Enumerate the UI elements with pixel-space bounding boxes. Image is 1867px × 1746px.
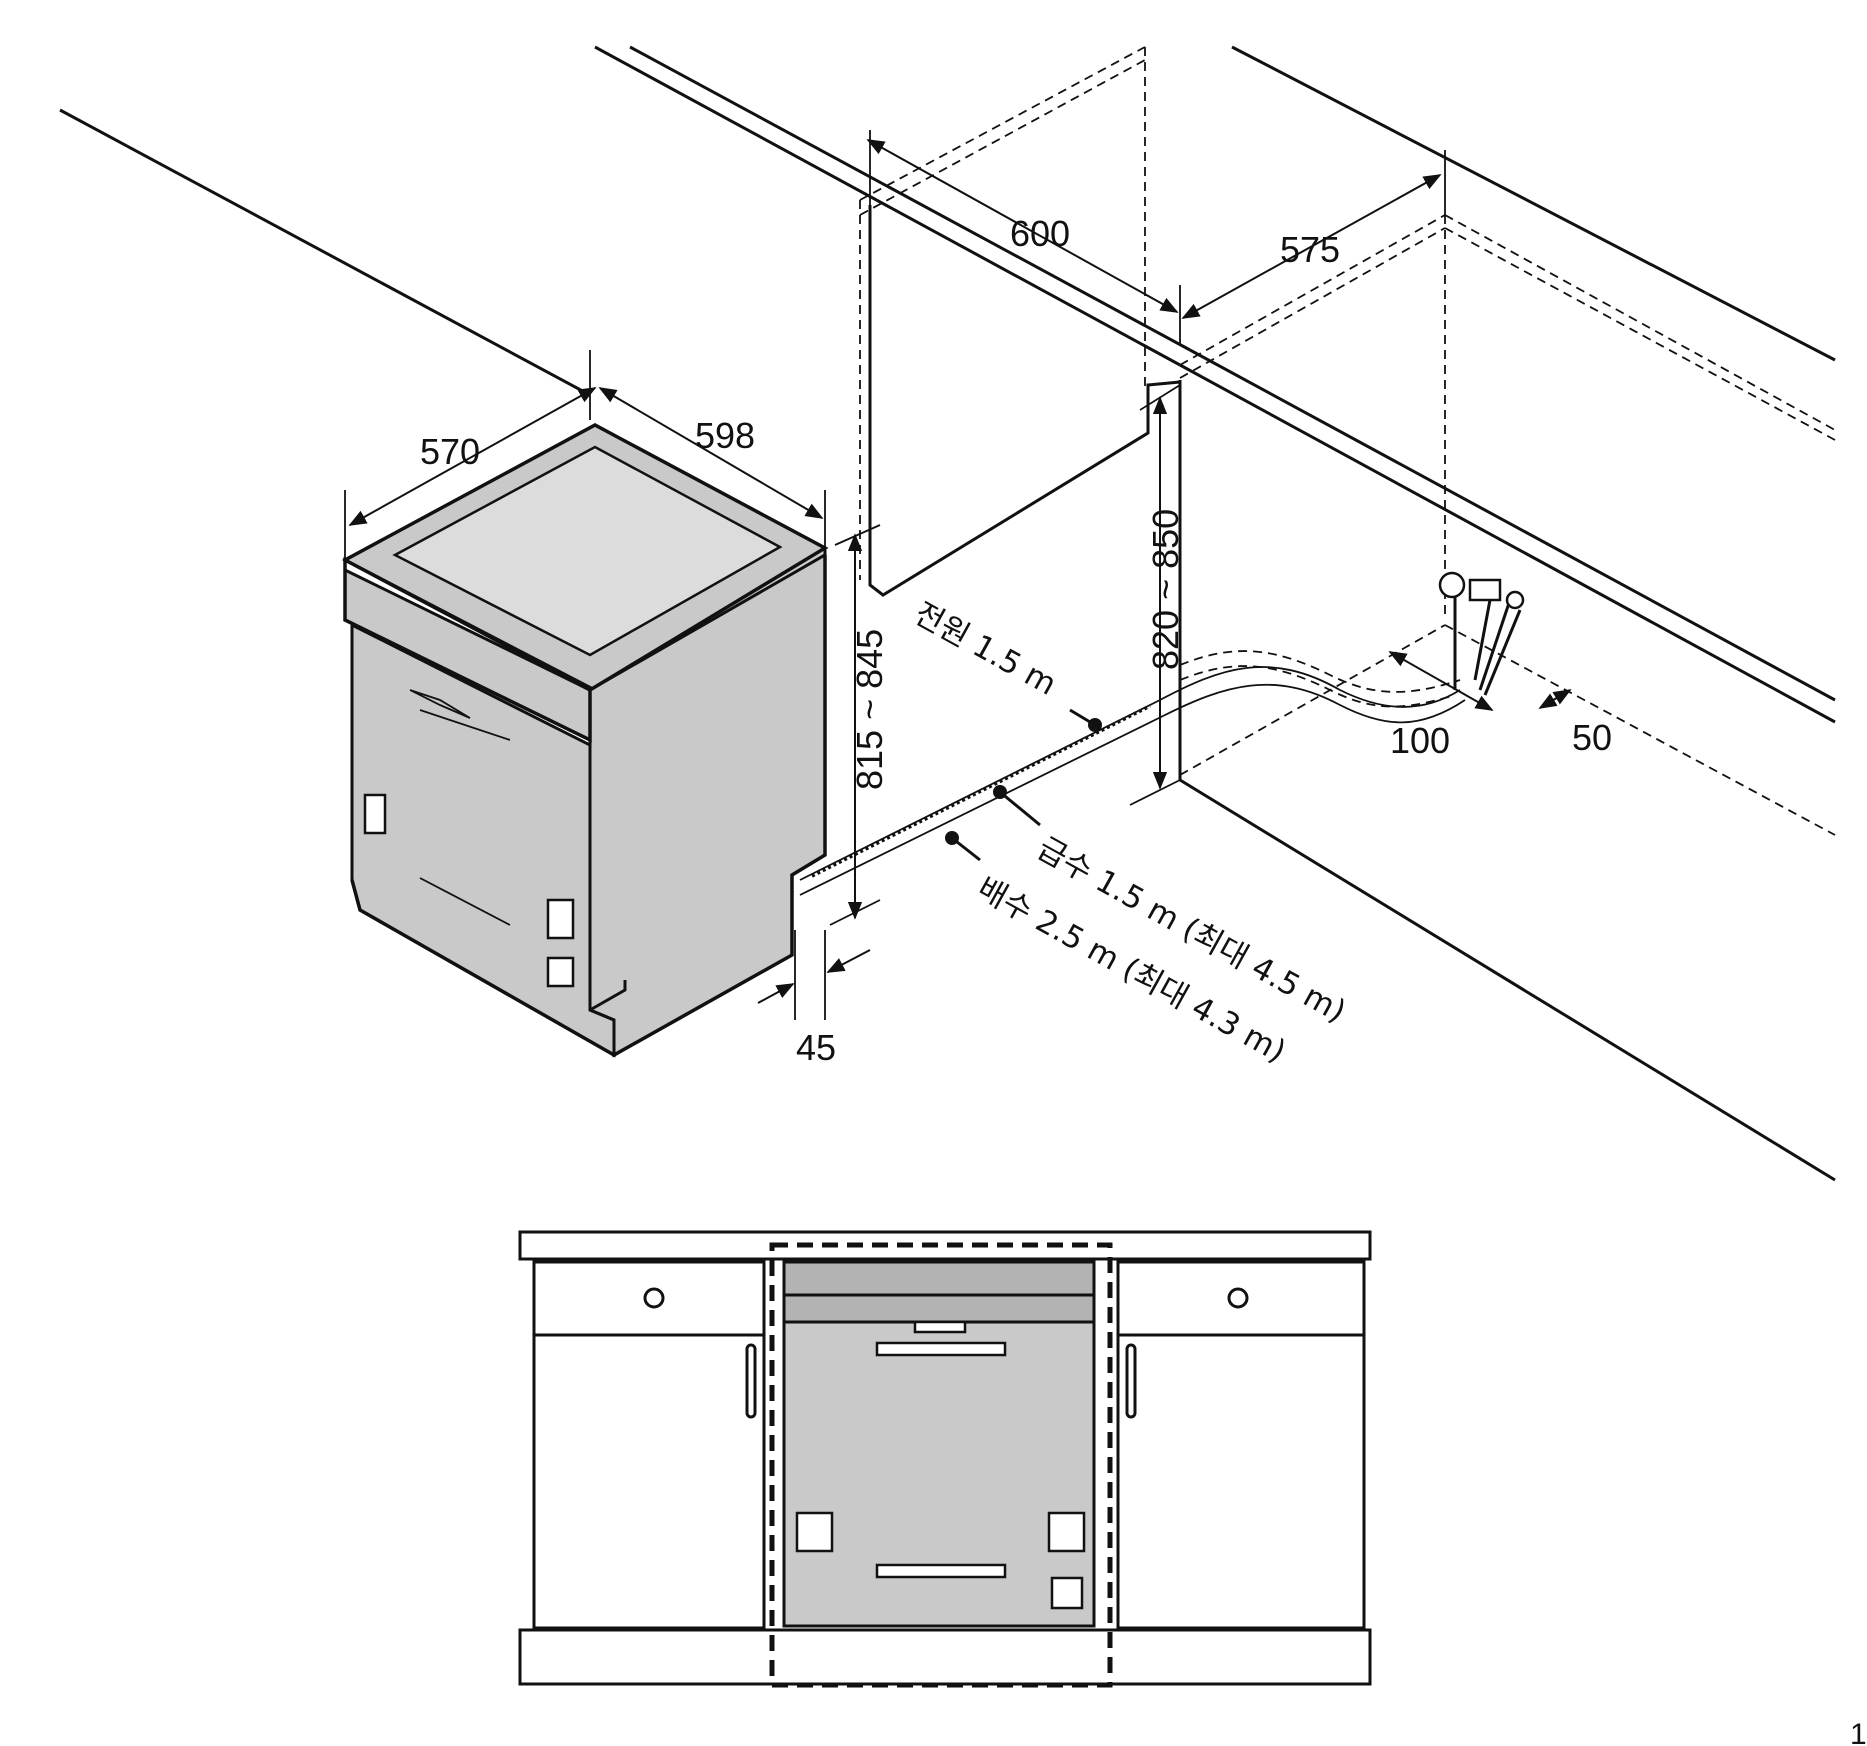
dim-width: 598	[695, 415, 755, 456]
dim-appliance-height: 815 ~ 845	[849, 629, 890, 790]
label-power: 전원 1.5 m	[908, 596, 1062, 703]
water-tap	[1438, 571, 1525, 696]
dim-plinth: 45	[796, 1027, 836, 1068]
front-view-cabinets	[518, 1230, 1372, 1686]
page-number: 1	[1850, 1718, 1867, 1746]
dishwasher-isometric	[341, 423, 829, 1058]
dim-hose-offset-b: 50	[1572, 717, 1612, 758]
dim-niche-depth: 575	[1280, 229, 1340, 270]
dishwasher-outline-dashed	[769, 1242, 1113, 1688]
niche-dashed-outline	[859, 46, 1836, 836]
dim-niche-height: 820 ~ 850	[1145, 509, 1186, 670]
dimension-lines	[344, 139, 1572, 1020]
dim-hose-offset-a: 100	[1390, 720, 1450, 761]
front-view-dishwasher	[782, 1260, 1096, 1628]
dim-niche-width: 600	[1010, 213, 1070, 254]
hoses	[799, 650, 1466, 896]
dim-depth: 570	[420, 431, 480, 472]
